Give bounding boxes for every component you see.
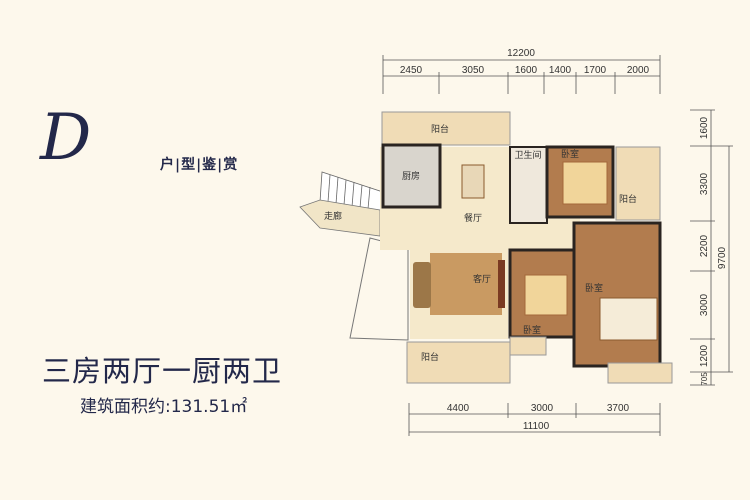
tv-cabinet (498, 260, 505, 308)
dim-right-1: 1600 (699, 116, 710, 139)
kitchen (381, 143, 442, 209)
right-dimension-labels: 1600 3300 2200 3000 1200 705 9700 (699, 116, 728, 385)
outer-terrace (349, 237, 409, 341)
top-dimension-lines (382, 55, 661, 94)
bed-mid (524, 274, 568, 316)
dim-top-4: 1400 (549, 65, 572, 76)
bed-master (599, 297, 658, 341)
dim-bottom-3: 3700 (607, 403, 630, 414)
label-balcony-right: 阳台 (619, 193, 637, 205)
bedroom-master (572, 221, 662, 368)
label-bedroom-top: 卧室 (561, 148, 579, 160)
dim-right-5: 1200 (699, 344, 710, 367)
sofa (413, 262, 431, 308)
dim-right-4: 3000 (699, 293, 710, 316)
label-balcony-bottom: 阳台 (421, 351, 439, 363)
dim-bottom-total: 11100 (523, 421, 550, 432)
label-bedroom-mid: 卧室 (523, 324, 541, 336)
layout-title: 三房两厅一厨两卫 (42, 354, 283, 388)
section-subtitle: 户|型|鉴|赏 (160, 157, 239, 173)
dim-right-2: 3300 (699, 172, 710, 195)
dim-top-total: 12200 (507, 48, 535, 59)
dim-top-5: 1700 (584, 65, 607, 76)
living-rug (430, 253, 502, 315)
label-kitchen: 厨房 (402, 170, 420, 182)
balcony-mid-bottom (509, 336, 547, 356)
dim-top-6: 2000 (627, 65, 650, 76)
logo-letter-d: D (40, 101, 92, 175)
label-living: 客厅 (473, 273, 491, 285)
label-bedroom-master: 卧室 (585, 282, 603, 294)
label-bathroom: 卫生间 (514, 149, 541, 161)
right-dimension-lines (690, 109, 733, 386)
balcony-right (615, 146, 661, 221)
dim-bottom-2: 3000 (531, 403, 554, 414)
balcony-bottom (406, 341, 511, 384)
label-corridor: 走廊 (324, 210, 342, 222)
balcony-bottom-right (607, 362, 673, 384)
dim-right-total: 9700 (717, 246, 728, 269)
stairs (319, 171, 384, 213)
dim-bottom-1: 4400 (447, 403, 470, 414)
label-balcony-top: 阳台 (431, 123, 449, 135)
label-dining: 餐厅 (464, 212, 482, 224)
dim-right-6: 705 (700, 372, 709, 386)
floor-area: 建筑面积约:131.51㎡ (80, 397, 248, 417)
dim-top-1: 2450 (400, 65, 423, 76)
bed-top (562, 161, 608, 205)
dining-table (461, 164, 485, 199)
dim-top-3: 1600 (515, 65, 538, 76)
bottom-dimension-lines (408, 403, 661, 436)
dim-right-3: 2200 (699, 234, 710, 257)
balcony-top (381, 111, 511, 146)
dim-top-2: 3050 (462, 65, 485, 76)
